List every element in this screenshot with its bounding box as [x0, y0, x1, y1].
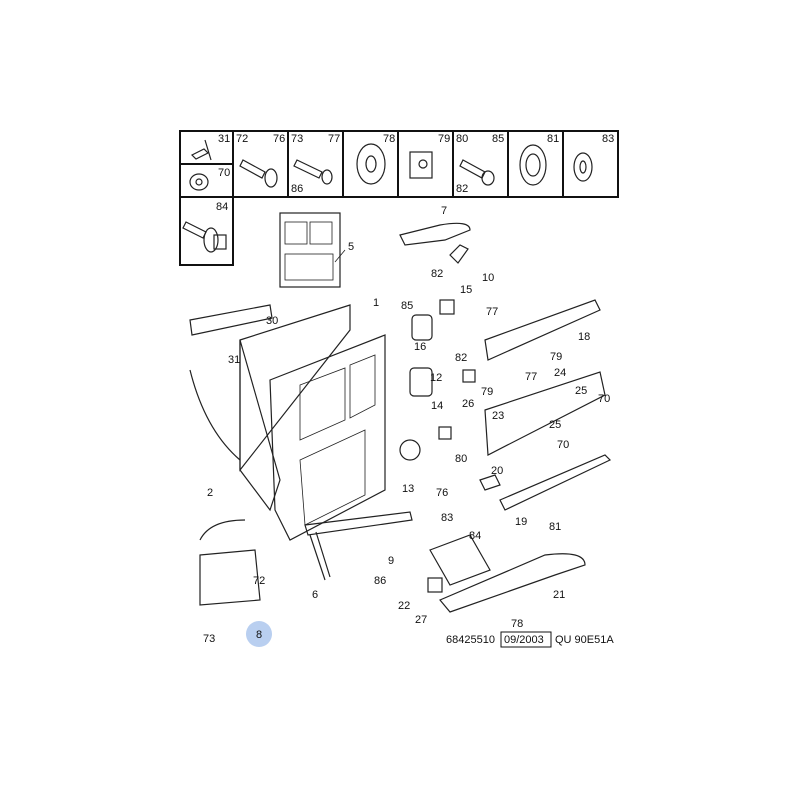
label-77: 77	[328, 133, 340, 145]
callout: 30	[266, 315, 278, 327]
callout-highlighted[interactable]: 8	[256, 629, 262, 641]
label-80: 80	[456, 133, 468, 145]
callout: 80	[455, 453, 467, 465]
flange-nut-icon	[519, 144, 547, 186]
callout: 25	[549, 419, 561, 431]
callout: 10	[482, 272, 494, 284]
callout: 15	[460, 284, 472, 296]
callout: 7	[441, 205, 447, 217]
screw-icon	[293, 159, 333, 185]
callout: 79	[550, 351, 562, 363]
callout: 72	[253, 575, 265, 587]
label-73: 73	[291, 133, 303, 145]
callout: 70	[557, 439, 569, 451]
callout: 20	[491, 465, 503, 477]
sliding-door-shell	[189, 304, 413, 581]
label-84: 84	[216, 201, 228, 213]
date-box	[500, 631, 552, 648]
trim-panel-5	[279, 212, 346, 288]
label-85: 85	[492, 133, 504, 145]
footer-part-number: 68425510	[446, 634, 495, 646]
cage-nut-icon	[409, 151, 433, 179]
callout: 78	[511, 618, 523, 630]
callout: 31	[228, 354, 240, 366]
footer-date: 09/2003	[504, 634, 544, 646]
callout-labels: 30 31 1 85 15 77 18 7 82 10 16 82 79 12 …	[203, 205, 610, 647]
callout: 1	[373, 297, 379, 309]
rails-and-brackets	[199, 222, 612, 613]
callout: 16	[414, 341, 426, 353]
diagram-footer: 68425510 09/2003 QU 90E51A	[446, 631, 614, 648]
callout: 22	[398, 600, 410, 612]
callout: 14	[431, 400, 443, 412]
screw-icon-2	[459, 159, 495, 186]
washer-icon	[573, 152, 593, 182]
callout: 77	[525, 371, 537, 383]
label-83: 83	[602, 133, 614, 145]
cell-72-76	[232, 130, 289, 198]
cell-81	[507, 130, 564, 198]
callout: 5	[348, 241, 354, 253]
label-70: 70	[218, 167, 230, 179]
callout: 26	[462, 398, 474, 410]
callout: 85	[401, 300, 413, 312]
callout: 25	[575, 385, 587, 397]
callout: 2	[207, 487, 213, 499]
nut-icon	[189, 173, 209, 191]
highlight-marker	[246, 621, 272, 647]
footer-code: QU 90E51A	[555, 634, 614, 646]
bolt-with-washer-icon	[182, 221, 227, 253]
label-78: 78	[383, 133, 395, 145]
label-79: 79	[438, 133, 450, 145]
callout: 18	[578, 331, 590, 343]
label-31: 31	[218, 133, 230, 145]
cell-83	[562, 130, 619, 198]
callout: 82	[431, 268, 443, 280]
callout: 76	[436, 487, 448, 499]
callout: 79	[481, 386, 493, 398]
label-76: 76	[273, 133, 285, 145]
callout: 81	[549, 521, 561, 533]
cell-79	[397, 130, 454, 198]
callout: 6	[312, 589, 318, 601]
callout: 27	[415, 614, 427, 626]
callout: 21	[553, 589, 565, 601]
callout: 70	[598, 393, 610, 405]
washer-nut-icon	[356, 143, 386, 185]
push-clip-icon	[190, 139, 212, 161]
label-82: 82	[456, 183, 468, 195]
callout: 86	[374, 575, 386, 587]
label-86: 86	[291, 183, 303, 195]
callout: 9	[388, 555, 394, 567]
callout: 77	[486, 306, 498, 318]
callout: 84	[469, 530, 481, 542]
callout: 12	[430, 372, 442, 384]
label-81: 81	[547, 133, 559, 145]
callout: 83	[441, 512, 453, 524]
shouldered-bolt-icon	[239, 159, 278, 188]
cell-80-85-82	[452, 130, 509, 198]
callout: 23	[492, 410, 504, 422]
callout: 73	[203, 633, 215, 645]
cell-78	[342, 130, 399, 198]
callout: 19	[515, 516, 527, 528]
callout: 13	[402, 483, 414, 495]
label-72: 72	[236, 133, 248, 145]
callout: 82	[455, 352, 467, 364]
fastener-table: 31 70 72 76 73 77 86 78 79 80 85 82 81 8…	[179, 130, 619, 266]
callout: 24	[554, 367, 566, 379]
